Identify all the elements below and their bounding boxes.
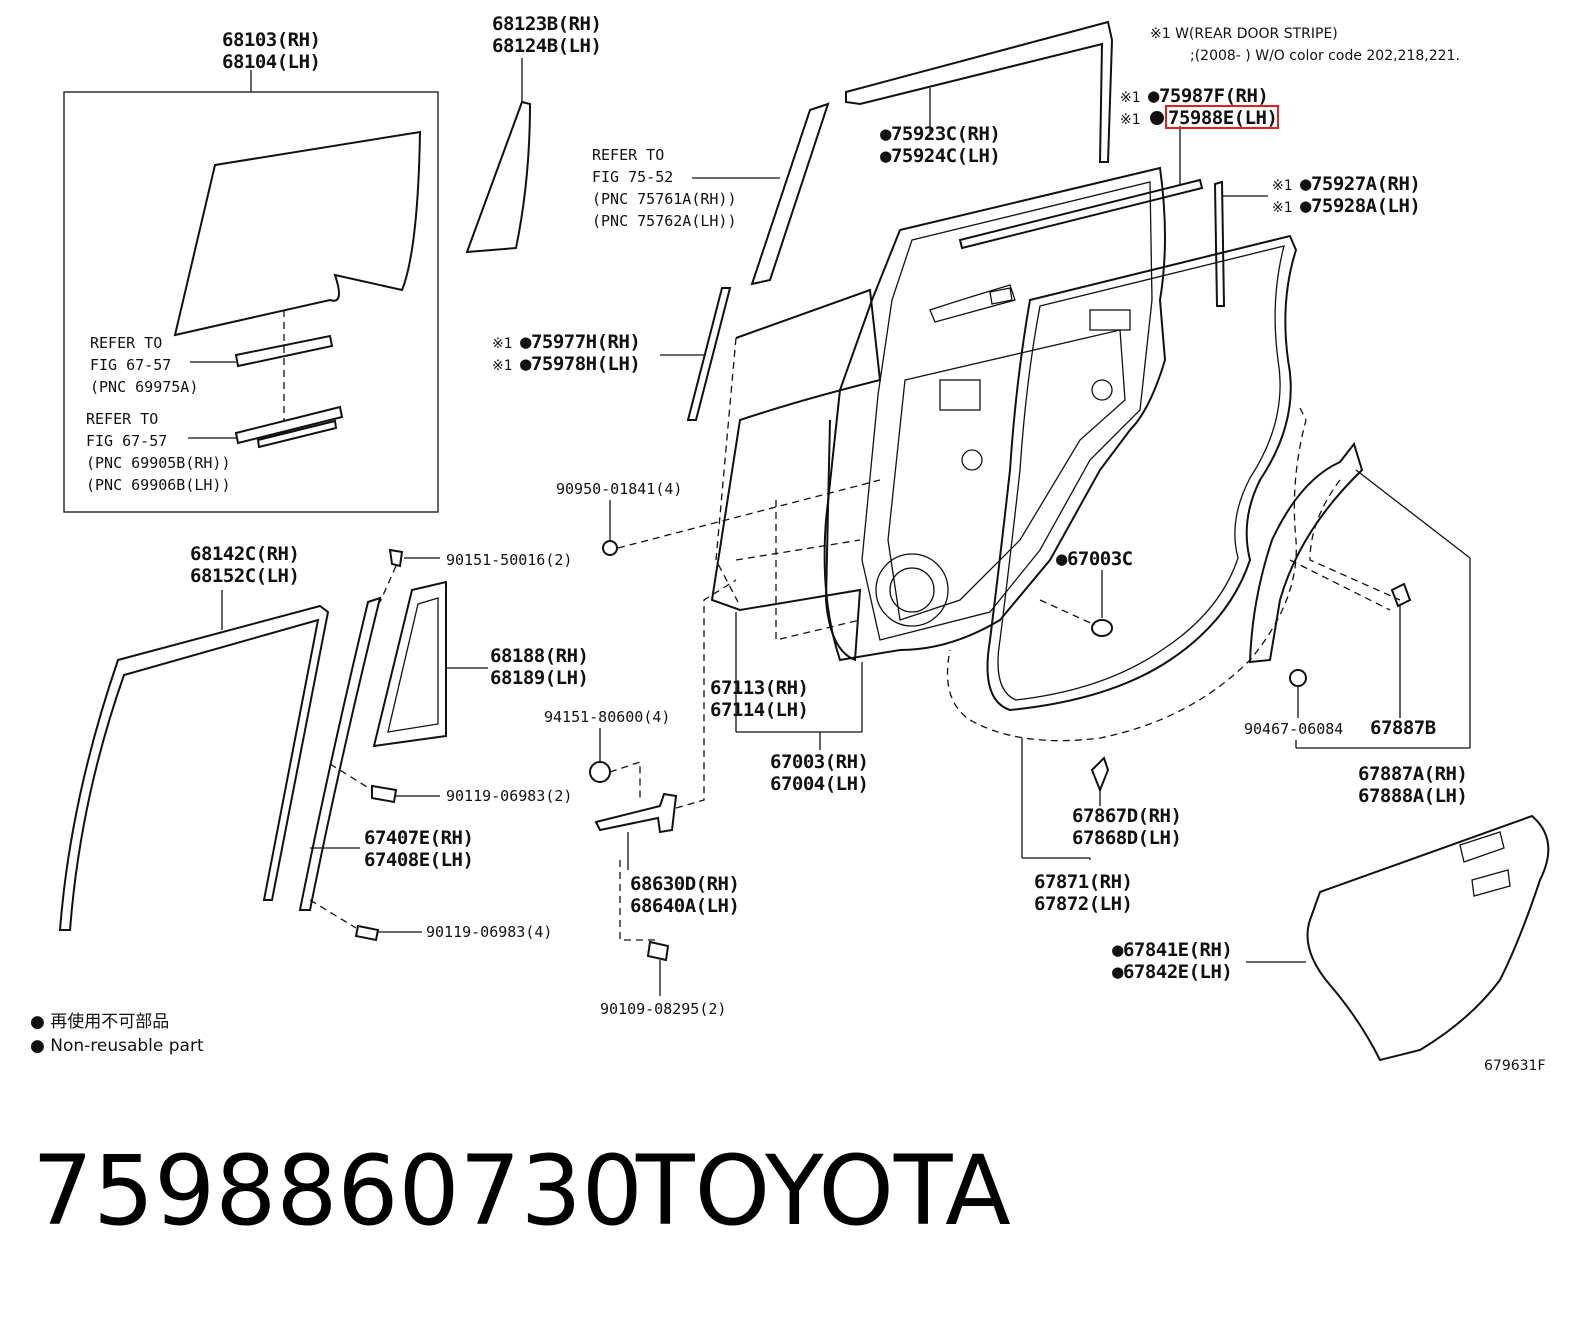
weatherstrip-clip bbox=[1090, 756, 1110, 793]
label-68630D: 68630D(RH) bbox=[630, 873, 739, 895]
label-75988E: 75988E(LH) bbox=[1168, 107, 1277, 129]
label-68188: 68188(RH) bbox=[490, 645, 588, 667]
label-75978H: ●75978H(LH) bbox=[520, 353, 640, 375]
label-94151: 94151-80600(4) bbox=[544, 708, 670, 726]
label-75987F: ●75987F(RH) bbox=[1148, 85, 1268, 107]
label-90119b: 90119-06983(4) bbox=[426, 923, 552, 941]
ref-67-57a-a: REFER TO bbox=[90, 334, 162, 352]
ref-67-57a-c: (PNC 69975A) bbox=[90, 378, 198, 396]
label-67003C: ●67003C bbox=[1056, 548, 1133, 570]
label-68142C: 68142C(RH) bbox=[190, 543, 299, 565]
label-75977H: ●75977H(RH) bbox=[520, 331, 640, 353]
ref-67-57a-b: FIG 67-57 bbox=[90, 356, 171, 374]
garnish-clip bbox=[1390, 582, 1412, 608]
rear-quarter-glass bbox=[372, 580, 447, 748]
label-67871: 67871(RH) bbox=[1034, 871, 1132, 893]
label-67408E: 67408E(LH) bbox=[364, 849, 473, 871]
door-weatherstrip bbox=[986, 234, 1298, 712]
label-67867D: 67867D(RH) bbox=[1072, 805, 1181, 827]
label-75924C: ●75924C(LH) bbox=[880, 145, 1000, 167]
figure-id: 679631F bbox=[1484, 1058, 1546, 1074]
screw-90151 bbox=[388, 548, 404, 568]
label-67868D: 67868D(LH) bbox=[1072, 827, 1181, 849]
label-67888A: 67888A(LH) bbox=[1358, 785, 1467, 807]
belt-stripe bbox=[958, 178, 1204, 250]
label-67887B: 67887B bbox=[1370, 717, 1436, 739]
legend-japanese: ● 再使用不可部品 bbox=[30, 1011, 169, 1032]
ref-67-57b-c: (PNC 69905B(RH)) bbox=[86, 454, 231, 472]
small-plug bbox=[602, 540, 618, 556]
check-bolt bbox=[646, 940, 670, 962]
rear-garnish bbox=[1248, 441, 1364, 664]
mark-75928A: ※1 bbox=[1272, 200, 1293, 216]
garnish-screw bbox=[1289, 669, 1307, 687]
label-67114: 67114(LH) bbox=[710, 699, 808, 721]
label-67842E: ●67842E(LH) bbox=[1112, 961, 1232, 983]
mark-75988E: ※1 bbox=[1120, 112, 1141, 128]
hole-plug bbox=[1091, 619, 1113, 637]
ref-67-57b-a: REFER TO bbox=[86, 410, 158, 428]
ref-75-52-b: FIG 75-52 bbox=[592, 168, 673, 186]
label-90950: 90950-01841(4) bbox=[556, 480, 682, 498]
label-68124B: 68124B(LH) bbox=[492, 35, 601, 57]
door-glass bbox=[173, 130, 422, 337]
label-90119a: 90119-06983(2) bbox=[446, 787, 572, 805]
label-68123B: 68123B(RH) bbox=[492, 13, 601, 35]
quarter-glass bbox=[465, 100, 532, 254]
division-bar bbox=[298, 596, 382, 911]
door-inner-frame bbox=[823, 166, 1167, 662]
label-68103: 68103(RH) bbox=[222, 29, 320, 51]
legend-english: ● Non-reusable part bbox=[30, 1036, 204, 1056]
nonreusable-dot bbox=[1150, 111, 1164, 125]
label-67841E: ●67841E(RH) bbox=[1112, 939, 1232, 961]
label-67887A: 67887A(RH) bbox=[1358, 763, 1467, 785]
label-67003: 67003(RH) bbox=[770, 751, 868, 773]
ref-75-52-a: REFER TO bbox=[592, 146, 664, 164]
label-90467: 90467-06084 bbox=[1244, 720, 1343, 738]
top-weatherstrip bbox=[845, 20, 1114, 163]
mark-75987F: ※1 bbox=[1120, 90, 1141, 106]
check-bushing bbox=[589, 761, 611, 783]
ref-75-52-d: (PNC 75762A(LH)) bbox=[592, 212, 737, 230]
label-68189: 68189(LH) bbox=[490, 667, 588, 689]
note-title: ※1 W(REAR DOOR STRIPE) bbox=[1150, 26, 1338, 42]
label-90151: 90151-50016(2) bbox=[446, 551, 572, 569]
ref-67-57b-b: FIG 67-57 bbox=[86, 432, 167, 450]
label-67872: 67872(LH) bbox=[1034, 893, 1132, 915]
note-line2: ;(2008- ) W/O color code 202,218,221. bbox=[1190, 48, 1460, 64]
part-number: 7598860730 bbox=[32, 1135, 643, 1247]
sash-moulding bbox=[750, 102, 830, 286]
label-67407E: 67407E(RH) bbox=[364, 827, 473, 849]
ref-67-57b-d: (PNC 69906B(LH)) bbox=[86, 476, 231, 494]
run-channel bbox=[58, 604, 330, 931]
label-68640A: 68640A(LH) bbox=[630, 895, 739, 917]
glass-channel-upper bbox=[234, 334, 334, 368]
label-67004: 67004(LH) bbox=[770, 773, 868, 795]
rear-stripe bbox=[1213, 180, 1226, 307]
mark-75977H: ※1 bbox=[492, 336, 513, 352]
hole-cover bbox=[1306, 814, 1550, 1062]
brand-name: TOYOTA bbox=[635, 1135, 1011, 1247]
label-75927A: ●75927A(RH) bbox=[1300, 173, 1420, 195]
label-68104: 68104(LH) bbox=[222, 51, 320, 73]
mark-75978H: ※1 bbox=[492, 358, 513, 374]
label-90109: 90109-08295(2) bbox=[600, 1000, 726, 1018]
front-stripe bbox=[686, 287, 732, 421]
door-check bbox=[594, 792, 678, 834]
label-67113: 67113(RH) bbox=[710, 677, 808, 699]
mark-75927A: ※1 bbox=[1272, 178, 1293, 194]
ref-75-52-c: (PNC 75761A(RH)) bbox=[592, 190, 737, 208]
label-75923C: ●75923C(RH) bbox=[880, 123, 1000, 145]
bolt-lower bbox=[354, 924, 380, 942]
bolt-upper bbox=[371, 784, 398, 804]
highlight-box bbox=[1165, 105, 1279, 129]
label-75928A: ●75928A(LH) bbox=[1300, 195, 1420, 217]
label-68152C: 68152C(LH) bbox=[190, 565, 299, 587]
glass-channel-lower bbox=[234, 405, 344, 449]
